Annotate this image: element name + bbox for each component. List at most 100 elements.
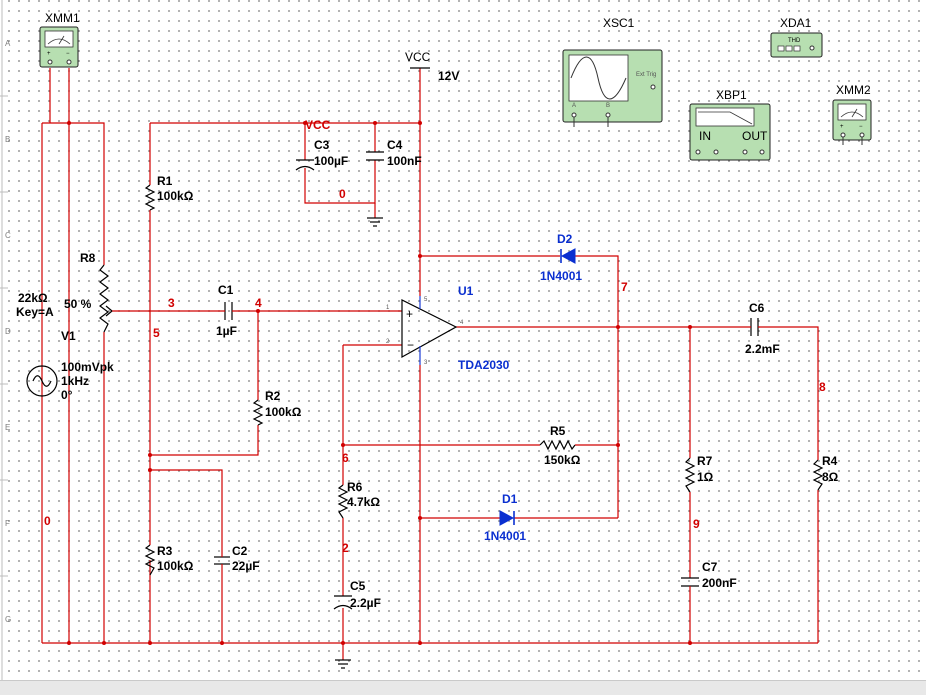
c6-ref: C6 [749,301,765,315]
xsc1-ch-a: A [572,103,576,109]
ground-main [335,659,351,669]
xda1-display: THD [788,38,801,44]
resistor-r2[interactable]: R2 100kΩ [252,389,302,426]
xbp1-in: IN [699,129,711,143]
xmm1-label: XMM1 [45,11,80,25]
oscilloscope-xsc1[interactable]: XSC1 Ext Trig A B [562,16,663,127]
c5-value: 2.2µF [350,596,381,610]
r8-ref: R8 [80,251,96,265]
resistor-r4[interactable]: R4 8Ω [812,454,839,491]
c1-value: 1µF [216,324,237,338]
vcc-source[interactable]: VCC 12V [405,50,459,83]
xda1-label: XDA1 [780,16,812,30]
net-8: 8 [819,380,826,394]
d2-value: 1N4001 [540,269,582,283]
multimeter-xmm1[interactable]: XMM1 + − [39,11,80,68]
net-6: 6 [342,451,349,465]
net-labels: 0 0 2 3 4 5 6 7 8 9 [44,187,826,555]
capacitor-c7[interactable]: C7 200nF [681,560,737,590]
net-9: 9 [693,517,700,531]
r1-ref: R1 [157,174,173,188]
capacitor-c3[interactable]: C3 100µF [295,138,348,171]
r4-value: 8Ω [822,470,839,484]
xmm2-label: XMM2 [836,83,871,97]
resistor-r6[interactable]: R6 4.7kΩ [337,480,380,519]
row-ruler: A B C D E F G [0,0,11,680]
u1-pin-2: 2 [386,339,390,345]
capacitor-c5[interactable]: C5 2.2µF [333,579,381,610]
d1-value: 1N4001 [484,529,526,543]
net-7: 7 [621,280,628,294]
ruler-row-c: C [5,231,11,240]
v1-ref: V1 [61,329,76,343]
xsc1-label: XSC1 [603,16,635,30]
r6-value: 4.7kΩ [347,495,380,509]
v1-amplitude: 100mVpk [61,360,114,374]
r4-ref: R4 [822,454,838,468]
net-2: 2 [342,541,349,555]
r8-value: 22kΩ [18,291,48,305]
resistor-r3[interactable]: R3 100kΩ [144,544,194,576]
resistor-r7[interactable]: R7 1Ω [684,454,714,493]
capacitor-c1[interactable]: C1 1µF [216,283,237,338]
ground-c3-c4 [367,217,383,227]
c6-value: 2.2mF [745,342,780,356]
v1-phase: 0° [61,388,73,402]
svg-text:−: − [66,51,70,57]
opamp-u1[interactable]: + − 1 2 4 5 3 U1 TDA2030 [386,284,510,372]
svg-text:+: + [47,51,51,57]
capacitor-c2[interactable]: C2 22µF [214,544,260,575]
ruler-row-b: B [5,135,10,144]
r7-ref: R7 [697,454,713,468]
potentiometer-r8[interactable]: R8 22kΩ Key=A 50 % [16,251,113,333]
ac-source-v1[interactable]: V1 100mVpk 1kHz 0° [26,329,114,402]
multimeter-xmm2[interactable]: XMM2 + − [832,83,872,145]
u1-ref: U1 [458,284,474,298]
v1-frequency: 1kHz [61,374,89,388]
bode-plotter-xbp1[interactable]: XBP1 IN OUT [689,88,771,161]
r8-percent: 50 % [64,297,92,311]
u1-value: TDA2030 [458,358,510,372]
r2-ref: R2 [265,389,281,403]
xsc1-ext-trig: Ext Trig [636,72,656,78]
capacitor-c4[interactable]: C4 100nF [366,138,422,168]
net-0-c3: 0 [339,187,346,201]
net-4: 4 [255,296,262,310]
distortion-analyzer-xda1[interactable]: XDA1 THD [770,16,823,58]
r3-value: 100kΩ [157,559,194,573]
u1-pin-5: 5 [424,297,428,303]
diode-d1[interactable]: D1 1N4001 [484,492,526,543]
svg-text:−: − [859,124,863,130]
resistor-r5[interactable]: R5 150kΩ [539,424,581,467]
c7-ref: C7 [702,560,718,574]
r5-value: 150kΩ [544,453,581,467]
r7-value: 1Ω [697,470,714,484]
r2-value: 100kΩ [265,405,302,419]
resistor-r1[interactable]: R1 100kΩ [144,174,194,211]
r1-value: 100kΩ [157,189,194,203]
net-0: 0 [44,514,51,528]
horizontal-scrollbar[interactable] [0,680,926,695]
vcc-label: VCC [405,50,431,64]
d1-ref: D1 [502,492,518,506]
c7-value: 200nF [702,576,737,590]
c5-ref: C5 [350,579,366,593]
junctions [67,121,692,645]
diode-d2[interactable]: D2 1N4001 [540,232,582,283]
xsc1-ch-b: B [606,103,610,109]
c2-ref: C2 [232,544,248,558]
svg-text:+: + [406,307,413,321]
ruler-row-g: G [5,615,11,624]
c1-ref: C1 [218,283,234,297]
u1-pin-3: 3 [424,360,428,366]
r8-key: Key=A [16,305,54,319]
vcc-value: 12V [438,69,459,83]
c4-ref: C4 [387,138,403,152]
r3-ref: R3 [157,544,173,558]
c2-value: 22µF [232,559,260,573]
u1-pin-1: 1 [386,305,390,311]
svg-text:−: − [407,338,414,352]
d2-ref: D2 [557,232,573,246]
capacitor-c6[interactable]: C6 2.2mF [745,301,780,356]
